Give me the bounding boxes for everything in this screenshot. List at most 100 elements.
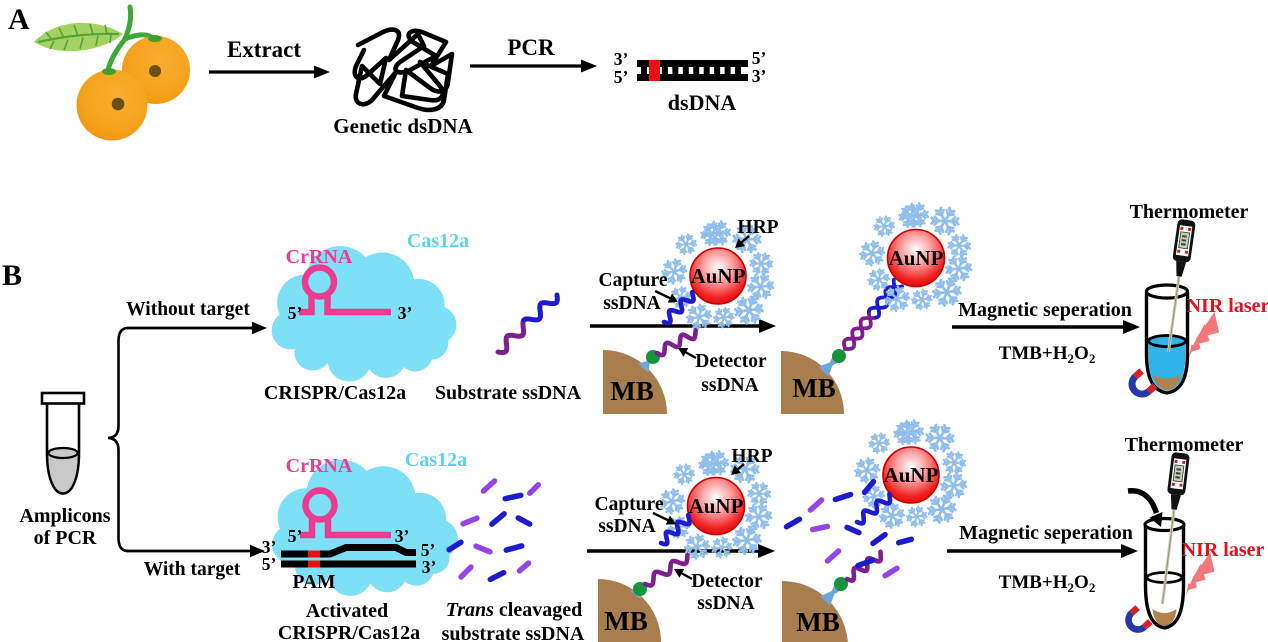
separation-arrow-bottom bbox=[947, 544, 1138, 558]
mb-label-b2: MB bbox=[796, 607, 840, 637]
genetic-dsdna-label: Genetic dsDNA bbox=[333, 114, 473, 138]
extract-label: Extract bbox=[227, 37, 301, 62]
fruit-back-dot bbox=[149, 65, 161, 77]
aunp-label-t2: AuNP bbox=[889, 246, 944, 270]
amplicons-label-2: of PCR bbox=[34, 527, 97, 549]
target-strand-top bbox=[281, 544, 416, 558]
cas12a-label-top: Cas12a bbox=[407, 230, 469, 252]
crrna-label-top: CrRNA bbox=[286, 246, 353, 268]
detector-label-top-2: ssDNA bbox=[701, 375, 758, 396]
hrp-pointer-top bbox=[735, 235, 750, 248]
amplicons-label-1: Amplicons bbox=[19, 505, 110, 527]
pour-arrowhead bbox=[1149, 512, 1163, 527]
stem-main bbox=[122, 4, 134, 42]
hairpin-loop-top bbox=[301, 264, 338, 300]
nir-laser-bolt-bottom bbox=[1186, 552, 1215, 595]
citrus-fruit-icon bbox=[34, 4, 190, 141]
without-target-label: Without target bbox=[126, 299, 250, 320]
with-target-label: With target bbox=[144, 559, 241, 580]
fruit-front-dot bbox=[111, 97, 125, 111]
detector-label-top-1: Detector bbox=[695, 351, 767, 372]
with-target-arrow bbox=[127, 544, 265, 558]
hrp-label-top: HRP bbox=[737, 217, 778, 238]
detector-pointer-top bbox=[678, 348, 697, 360]
crrna-label-bottom: CrRNA bbox=[286, 455, 353, 477]
detector-label-bottom-1: Detector bbox=[691, 571, 763, 592]
aunp-label-b2: AuNP bbox=[884, 463, 939, 487]
hairpin-loop-bottom bbox=[302, 487, 338, 523]
substrate-label: Substrate ssDNA bbox=[435, 382, 582, 404]
leaf-veins bbox=[45, 23, 112, 51]
hairpin-3p-arm-bottom bbox=[324, 515, 391, 539]
mb-bead-bottom-1 bbox=[598, 551, 690, 642]
tube-top-rim bbox=[1144, 283, 1190, 300]
amplicons-tube-icon bbox=[40, 391, 86, 495]
hairpin-3p-arm-top bbox=[324, 292, 391, 316]
nir-laser-bottom: NIR laser bbox=[1182, 539, 1265, 561]
separation-arrow-top bbox=[952, 320, 1140, 334]
pam-label: PAM bbox=[293, 572, 336, 593]
dsdna-5p-left: 5’ bbox=[614, 67, 629, 87]
fruit-back-calyx bbox=[148, 35, 162, 42]
magnetic-separation-top: Magnetic seperation bbox=[958, 299, 1132, 321]
assembly-arrow-top bbox=[590, 319, 776, 333]
branch-brace bbox=[107, 326, 129, 553]
released-fragments bbox=[783, 478, 915, 579]
magnetic-separation-bottom: Magnetic seperation bbox=[959, 522, 1133, 544]
extract-arrow bbox=[209, 65, 330, 79]
panel-b-label: B bbox=[2, 259, 22, 292]
hairpin-3p-bottom: 3’ bbox=[395, 526, 410, 546]
thermometer-label-top: Thermometer bbox=[1130, 201, 1249, 223]
hairpin-5p-top: 5’ bbox=[288, 303, 303, 323]
dsdna-3p-left: 3’ bbox=[614, 49, 629, 69]
amplicons-tube-meniscus bbox=[47, 446, 79, 460]
target-5p-right: 5’ bbox=[421, 540, 436, 560]
tmb-top: TMB+H2O2 bbox=[999, 343, 1096, 366]
dsdna-5p-right: 5’ bbox=[752, 48, 767, 68]
tube-bottom-rim bbox=[1143, 516, 1186, 533]
stem-left bbox=[105, 36, 128, 73]
nir-laser-top: NIR laser bbox=[1187, 295, 1268, 317]
crrna-hairpin-bottom bbox=[300, 487, 391, 539]
tube-bottom-sediment bbox=[1152, 609, 1177, 627]
hrp-pointer-bottom bbox=[731, 463, 745, 475]
capture-pointer-top bbox=[654, 289, 678, 303]
aunp-label-b1: AuNP bbox=[689, 494, 744, 518]
aunp-hrp-cluster-bottom-2 bbox=[851, 414, 972, 532]
aunp-hrp-cluster-bottom-1 bbox=[656, 445, 777, 563]
cas12a-label-bottom: Cas12a bbox=[405, 449, 467, 471]
target-3p-left: 3’ bbox=[262, 537, 277, 557]
capture-label-bottom-2: ssDNA bbox=[598, 516, 655, 537]
dsdna-3p-right: 3’ bbox=[752, 66, 767, 86]
dsdna-label: dsDNA bbox=[668, 90, 737, 115]
readout-bottom: Thermometer NIR laser bbox=[1119, 434, 1265, 639]
activated-label-2: CRISPR/Cas12a bbox=[278, 622, 420, 642]
crispr-cas12a-label: CRISPR/Cas12a bbox=[264, 382, 406, 404]
target-dsdna bbox=[281, 544, 416, 568]
detector-label-bottom-2: ssDNA bbox=[697, 593, 754, 614]
thermometer-icon-top bbox=[1167, 219, 1196, 352]
amplicons-tube-rim bbox=[40, 391, 86, 405]
panel-a-label: A bbox=[8, 3, 30, 36]
thermometer-label-bottom: Thermometer bbox=[1125, 434, 1244, 456]
leaf bbox=[34, 22, 123, 52]
without-target-arrow bbox=[127, 321, 267, 335]
trans-label-2: substrate ssDNA bbox=[442, 623, 585, 642]
tube-top-sediment bbox=[1154, 375, 1180, 390]
substrate-ssdna-squiggle bbox=[495, 292, 560, 355]
pcr-label: PCR bbox=[507, 35, 555, 60]
mb-label-t2: MB bbox=[792, 373, 836, 403]
hairpin-5p-arm-top bbox=[299, 292, 315, 316]
hairpin-3p-top: 3’ bbox=[398, 303, 413, 323]
capture-label-bottom-1: Capture bbox=[595, 494, 664, 515]
crrna-hairpin-top bbox=[299, 264, 391, 316]
capture-label-top-1: Capture bbox=[599, 270, 668, 291]
tube-top-liquid-surface bbox=[1147, 334, 1187, 348]
panel-b: B Amplicons of PCR Without target With t… bbox=[2, 197, 1268, 642]
capture-label-top-2: ssDNA bbox=[603, 293, 660, 314]
cleaved-fragments bbox=[446, 478, 541, 583]
dsdna-pam-stripe bbox=[649, 60, 660, 81]
